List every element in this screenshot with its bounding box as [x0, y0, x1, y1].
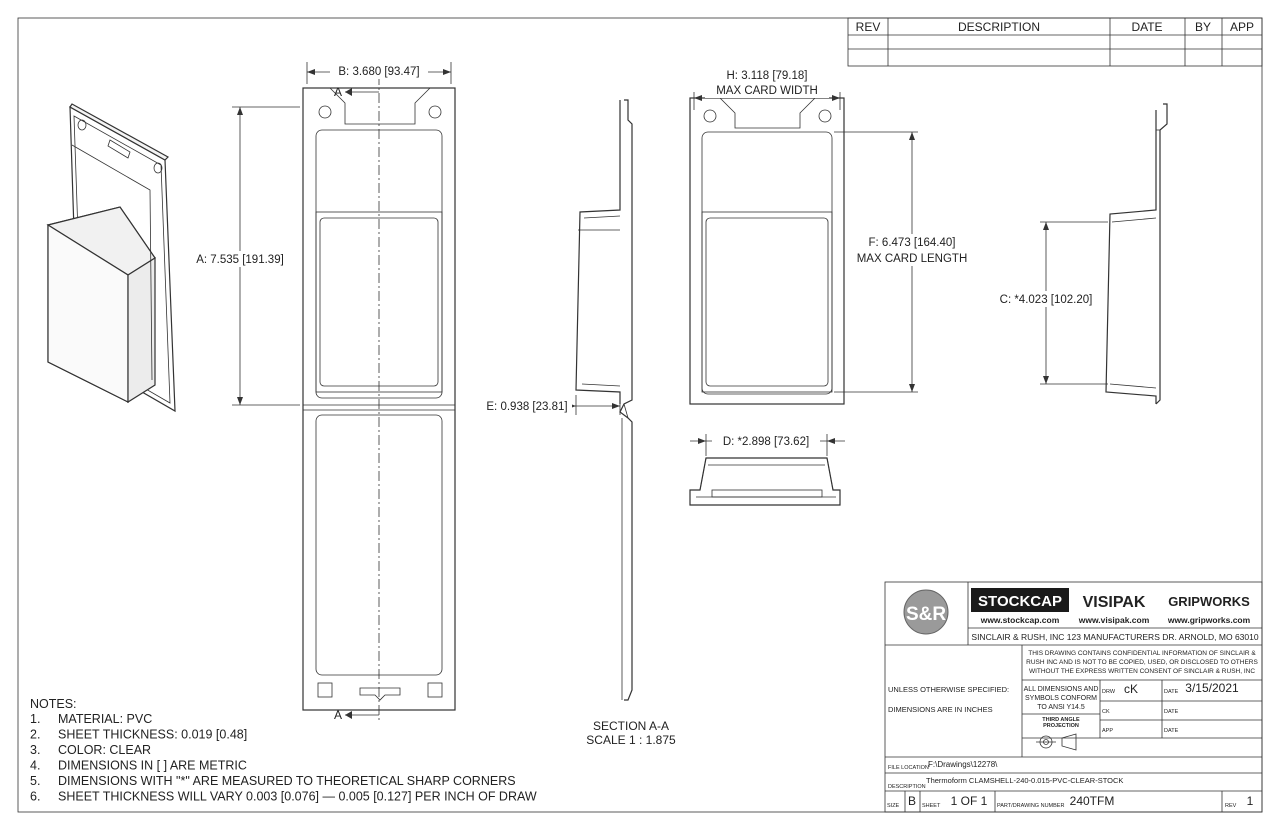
- revision-block: REV DESCRIPTION DATE BY APP: [847, 17, 1263, 67]
- size-label: SIZE: [887, 803, 900, 809]
- note-text: DIMENSIONS WITH "*" ARE MEASURED TO THEO…: [58, 774, 516, 788]
- conform-1: ALL DIMENSIONS AND: [1024, 686, 1099, 693]
- dims-in-inches: DIMENSIONS ARE IN INCHES: [888, 705, 993, 714]
- conform-2: SYMBOLS CONFORM: [1025, 695, 1097, 702]
- brand-stockcap: STOCKCAP: [978, 593, 1062, 610]
- projection-1: THIRD ANGLE: [1042, 717, 1080, 723]
- dimension-e: E: 0.938 [23.81]: [480, 395, 621, 415]
- third-angle-projection-icon: [1036, 733, 1077, 751]
- bottom-profile-view: [689, 457, 841, 506]
- part-label: PART/DRAWING NUMBER: [997, 803, 1064, 809]
- dim-b-label: B: 3.680 [93.47]: [338, 66, 419, 78]
- notes-block: NOTES: 1. MATERIAL: PVC 2. SHEET THICKNESS:…: [30, 697, 537, 804]
- app-header: APP: [1230, 20, 1254, 34]
- dimension-b: B: 3.680 [93.47]: [306, 62, 452, 84]
- drw-date-label: DATE: [1164, 689, 1179, 695]
- conform-3: TO ANSI Y14.5: [1037, 704, 1085, 711]
- brand-gripworks: GRIPWORKS: [1168, 594, 1250, 609]
- section-mark-bottom: A: [334, 708, 342, 722]
- note-number: 4.: [30, 759, 40, 773]
- side-profile-view: [1105, 103, 1168, 405]
- rev-label: REV: [1225, 803, 1237, 809]
- dim-e-label: E: 0.938 [23.81]: [486, 401, 567, 413]
- rev-value: 1: [1247, 794, 1254, 808]
- drw-value: cK: [1124, 682, 1138, 696]
- dimension-h: H: 3.118 [79.18] MAX CARD WIDTH: [693, 66, 841, 110]
- app-date-label: DATE: [1164, 728, 1179, 734]
- file-location-label: FILE LOCATION: [888, 765, 929, 771]
- projection-2: PROJECTION: [1043, 723, 1079, 729]
- card-view: [689, 97, 845, 405]
- note-text: COLOR: CLEAR: [58, 743, 151, 757]
- description-value: Thermoform CLAMSHELL-240-0.015-PVC-CLEAR…: [926, 776, 1123, 785]
- notes-list: 1. MATERIAL: PVC 2. SHEET THICKNESS: 0.019 …: [30, 712, 537, 804]
- sr-logo: [903, 589, 949, 635]
- dim-h-label-1: H: 3.118 [79.18]: [727, 70, 808, 82]
- confidential-1: THIS DRAWING CONTAINS CONFIDENTIAL INFOR…: [1028, 650, 1256, 657]
- section-a-a-view: [575, 99, 633, 701]
- company-address: SINCLAIR & RUSH, INC 123 MANUFACTURERS D…: [971, 632, 1258, 642]
- note-number: 6.: [30, 790, 40, 804]
- note-text: DIMENSIONS IN [ ] ARE METRIC: [58, 759, 247, 773]
- note-number: 3.: [30, 743, 40, 757]
- sheet-value: 1 OF 1: [951, 794, 988, 808]
- sr-logo-text: S&R: [906, 604, 946, 625]
- sheet-label: SHEET: [922, 803, 941, 809]
- dim-f-label-1: F: 6.473 [164.40]: [869, 237, 956, 249]
- note-number: 1.: [30, 712, 40, 726]
- ck-label: CK: [1102, 709, 1110, 715]
- confidential-2: RUSH INC AND IS NOT TO BE COPIED, USED, …: [1026, 659, 1258, 666]
- by-header: BY: [1195, 20, 1211, 34]
- section-mark-top: A: [334, 85, 342, 99]
- sheet-border: [17, 17, 1263, 813]
- dim-a-label: A: 7.535 [191.39]: [196, 254, 284, 266]
- dim-c-label: C: *4.023 [102.20]: [1000, 294, 1093, 306]
- brand-visipak: VISIPAK: [1083, 594, 1146, 611]
- dim-d-label: D: *2.898 [73.62]: [723, 436, 809, 448]
- description-label: DESCRIPTION: [888, 784, 926, 790]
- note-text: SHEET THICKNESS: 0.019 [0.48]: [58, 728, 247, 742]
- notes-title: NOTES:: [30, 697, 77, 711]
- part-value: 240TFM: [1070, 794, 1115, 808]
- url-gripworks: www.gripworks.com: [1167, 615, 1251, 625]
- confidential-3: WITHOUT THE EXPRESS WRITTEN CONSENT OF S…: [1029, 668, 1255, 675]
- unless-specified: UNLESS OTHERWISE SPECIFIED:: [888, 685, 1009, 694]
- url-visipak: www.visipak.com: [1078, 615, 1150, 625]
- dim-f-label-2: MAX CARD LENGTH: [857, 253, 968, 265]
- file-location-value: F:\Drawings\12278\: [928, 760, 998, 769]
- dimension-d: D: *2.898 [73.62]: [690, 433, 845, 456]
- ck-date-label: DATE: [1164, 709, 1179, 715]
- app-label: APP: [1102, 728, 1113, 734]
- section-label-2: SCALE 1 : 1.875: [586, 733, 676, 747]
- isometric-view: [46, 103, 176, 413]
- dimension-a: A: 7.535 [191.39]: [190, 106, 300, 406]
- dimension-f: F: 6.473 [164.40] MAX CARD LENGTH: [834, 131, 976, 393]
- note-text: MATERIAL: PVC: [58, 712, 152, 726]
- note-number: 2.: [30, 728, 40, 742]
- note-text: SHEET THICKNESS WILL VARY 0.003 [0.076] …: [58, 790, 537, 804]
- drw-date-value: 3/15/2021: [1185, 681, 1239, 695]
- description-header: DESCRIPTION: [958, 20, 1040, 34]
- section-label-1: SECTION A-A: [593, 719, 669, 733]
- size-value: B: [908, 794, 916, 808]
- rev-header: REV: [856, 20, 881, 34]
- drw-label: DRW: [1102, 689, 1116, 695]
- dim-h-label-2: MAX CARD WIDTH: [716, 85, 818, 97]
- dimension-c: C: *4.023 [102.20]: [990, 221, 1108, 385]
- date-header: DATE: [1131, 20, 1162, 34]
- front-view: A A: [302, 75, 456, 722]
- title-block: S&R STOCKCAP VISIPAK GRIPWORKS www.stock…: [884, 581, 1263, 813]
- url-stockcap: www.stockcap.com: [980, 615, 1060, 625]
- note-number: 5.: [30, 774, 40, 788]
